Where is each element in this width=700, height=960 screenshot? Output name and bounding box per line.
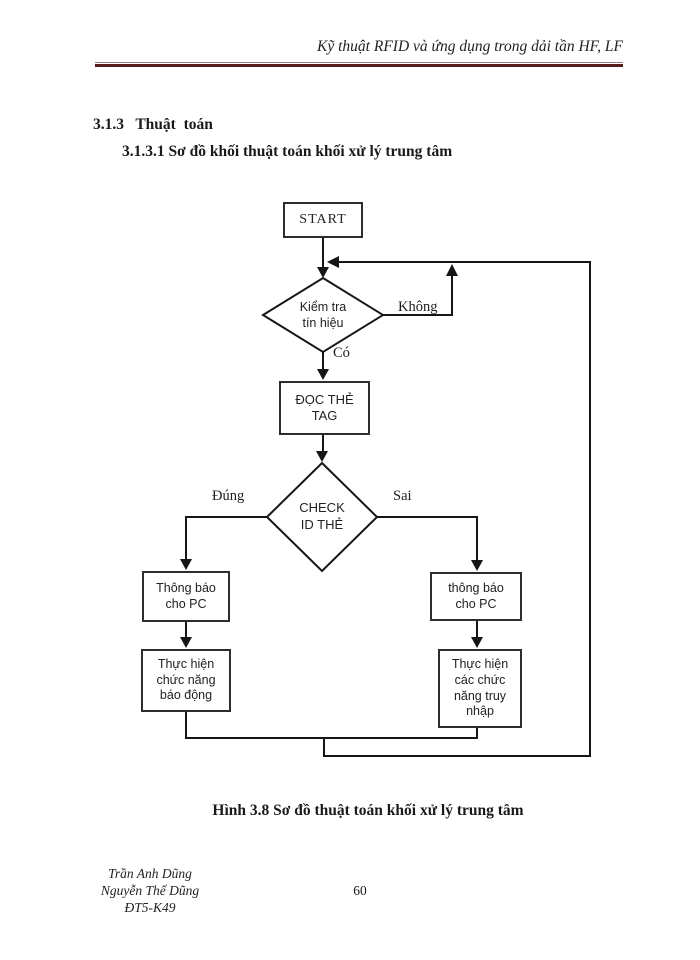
read-tag-line2: TAG [311, 408, 338, 423]
access-line1: Thực hiện [451, 657, 509, 672]
decision-id-line1: CHECK [299, 500, 345, 516]
decision-signal-line1: Kiểm tra [299, 299, 347, 314]
edge-label-false: Sai [393, 488, 412, 504]
edge-label-true: Đúng [212, 488, 245, 504]
figure-caption: Hình 3.8 Sơ đồ thuật toán khối xử lý tru… [212, 802, 524, 819]
header-rule-thick [95, 64, 623, 67]
alarm-line2: chức năng [156, 672, 216, 687]
running-header: Kỹ thuật RFID và ứng dụng trong dải tần … [317, 38, 623, 55]
footer-author1: Trần Anh Dũng [108, 866, 192, 881]
decision-signal-diamond [261, 276, 385, 354]
access-line3: năng truy [453, 688, 507, 703]
access-line2: các chức [454, 672, 506, 687]
notify-pc-right-node: thông báo cho PC [430, 572, 522, 621]
read-tag-node: ĐỌC THẺ TAG [279, 381, 370, 435]
notify-pc-left-node: Thông báo cho PC [142, 571, 230, 622]
footer-author2: Nguyễn Thế Dũng [100, 883, 200, 898]
start-node-label: START [299, 212, 347, 228]
start-node: START [283, 202, 363, 238]
decision-id-diamond [265, 461, 379, 573]
decision-id-line2: ID THẺ [300, 517, 344, 532]
subsection-heading: 3.1.3.1 Sơ đồ khối thuật toán khối xử lý… [122, 143, 453, 160]
read-tag-line1: ĐỌC THẺ [295, 391, 354, 407]
decision-id-label: CHECK ID THẺ [272, 496, 372, 538]
edge-label-no: Không [398, 299, 438, 315]
access-line4: nhập [466, 704, 494, 719]
page-number: 60 [353, 883, 367, 898]
footer-class: ĐT5-K49 [124, 900, 176, 915]
notify-pc-right-line1: thông báo [448, 580, 504, 595]
alarm-line1: Thực hiện [157, 657, 215, 672]
decision-signal-label: Kiểm tra tín hiệu [273, 294, 373, 336]
alarm-line3: báo động [159, 688, 213, 703]
section-heading: 3.1.3 Thuật toán [93, 116, 213, 133]
footer-authors: Trần Anh Dũng Nguyễn Thế Dũng ĐT5-K49 [75, 865, 225, 916]
header-rule-thin [95, 62, 623, 63]
flowchart-lines [185, 238, 591, 757]
access-function-node: Thực hiện các chức năng truy nhập [438, 649, 522, 728]
notify-pc-left-line2: cho PC [165, 596, 207, 611]
notify-pc-left-line1: Thông báo [156, 580, 216, 595]
edge-label-yes: Có [333, 345, 350, 361]
alarm-function-node: Thực hiện chức năng báo động [141, 649, 231, 712]
decision-signal-line2: tín hiệu [302, 316, 344, 330]
notify-pc-right-line2: cho PC [455, 596, 497, 611]
